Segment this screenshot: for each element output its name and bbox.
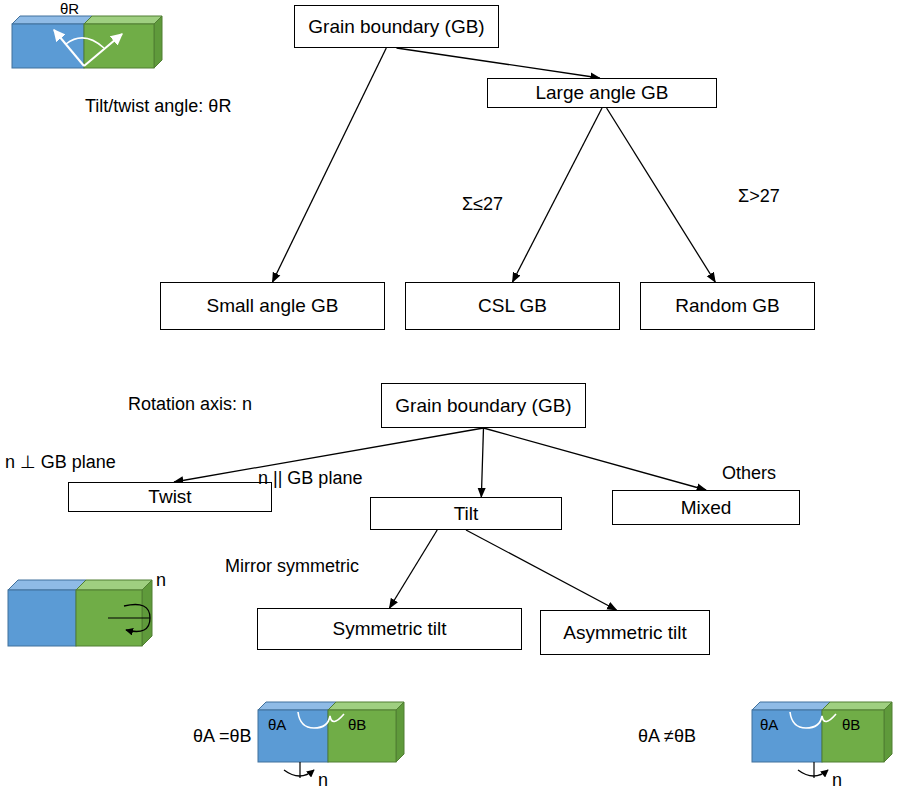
box-label: Grain boundary (GB) (387, 395, 579, 417)
asymmetric-tilt-cubes (752, 702, 892, 778)
axis-label: n (156, 570, 166, 591)
tree-arrow (396, 48, 599, 78)
box-label: Tilt (446, 503, 487, 525)
branch-label: Σ>27 (738, 186, 780, 207)
process-box: Grain boundary (GB) (294, 5, 498, 48)
branch-label: Σ≤27 (462, 194, 503, 215)
branch-label: Others (722, 463, 776, 484)
process-box: Random GB (640, 282, 815, 330)
tree-arrow (390, 530, 438, 608)
caption-label: Rotation axis: n (128, 394, 252, 415)
process-box: Twist (68, 482, 272, 512)
process-box: Large angle GB (487, 78, 717, 108)
process-box: Asymmetric tilt (540, 610, 710, 655)
box-label: Asymmetric tilt (555, 622, 695, 644)
process-box: Symmetric tilt (257, 608, 522, 650)
box-label: Twist (140, 486, 199, 508)
box-label: Grain boundary (GB) (300, 16, 492, 38)
tree-arrow (466, 530, 617, 610)
box-label: Random GB (667, 295, 788, 317)
process-box: Tilt (370, 497, 562, 530)
branch-label: Mirror symmetric (225, 556, 359, 577)
angle-symbol: θB (348, 716, 366, 733)
box-label: Large angle GB (527, 82, 676, 104)
tree-arrow (483, 428, 706, 490)
tree-arrow (513, 108, 603, 282)
box-label: Small angle GB (198, 295, 346, 317)
angle-symbol: θA (760, 716, 778, 733)
tree-arrow (273, 48, 387, 282)
angle-symbol: θB (842, 716, 860, 733)
box-label: CSL GB (470, 295, 555, 317)
process-box: Mixed (612, 490, 800, 525)
tilt-angle-cubes (12, 16, 162, 68)
condition-label: θA =θB (193, 726, 252, 747)
rotation-axis-cubes (8, 580, 152, 646)
condition-label: θA ≠θB (638, 726, 696, 747)
axis-label: n (832, 770, 842, 791)
angle-symbol: θA (268, 716, 286, 733)
caption-label: Tilt/twist angle: θR (85, 96, 231, 117)
branch-label: n || GB plane (258, 468, 362, 489)
tree-arrow (607, 108, 716, 282)
tree-arrow (481, 428, 483, 497)
symmetric-tilt-cubes (258, 702, 404, 778)
process-box: Grain boundary (GB) (381, 383, 585, 428)
angle-symbol: θR (60, 0, 79, 17)
process-box: Small angle GB (160, 282, 385, 330)
process-box: CSL GB (405, 282, 620, 330)
box-label: Mixed (673, 497, 740, 519)
branch-label: n ⊥ GB plane (5, 452, 116, 473)
box-label: Symmetric tilt (325, 618, 455, 640)
axis-label: n (318, 770, 328, 791)
